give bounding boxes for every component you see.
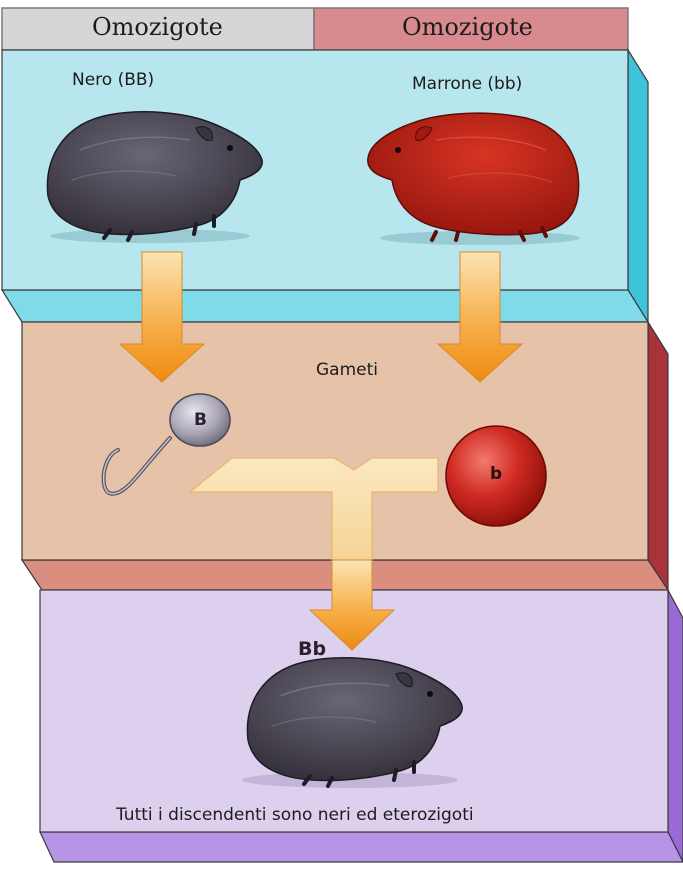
top-panel-side — [628, 50, 648, 322]
offspring-genotype-label: Bb — [298, 638, 326, 660]
sperm-allele-label: B — [194, 410, 207, 430]
right-parent-label: Marrone (bb) — [412, 74, 522, 94]
offspring-caption: Tutti i discendenti sono neri ed eterozi… — [116, 805, 474, 825]
bottom-panel-bottom — [40, 832, 683, 862]
middle-panel-side — [648, 322, 668, 590]
gametes-title: Gameti — [316, 360, 378, 380]
header-right-label: Omozigote — [402, 13, 533, 41]
egg-allele-label: b — [490, 464, 502, 484]
bottom-panel-side — [668, 590, 683, 862]
top-panel-bottom — [2, 290, 648, 322]
header-left-label: Omozigote — [92, 13, 223, 41]
left-parent-label: Nero (BB) — [72, 70, 154, 90]
